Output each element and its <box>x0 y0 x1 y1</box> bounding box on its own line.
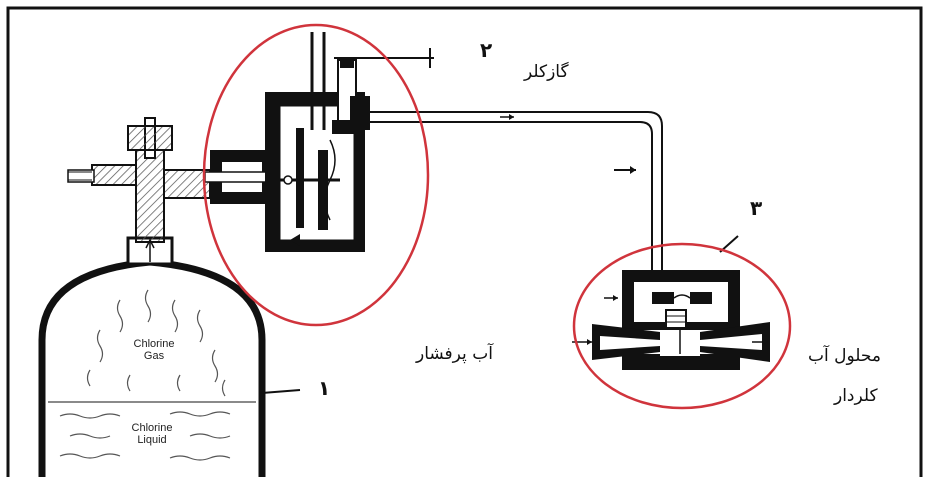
label-chlorine-gas-line2: Gas <box>143 350 165 362</box>
label-gas-chlorinator: گازکلر <box>524 62 569 82</box>
label-chlorine-liquid-line1: Chlorine <box>131 422 173 434</box>
label-chlorine-liquid-line2: Liquid <box>137 434 167 446</box>
outer-frame <box>6 6 923 477</box>
label-number-2: ۲ <box>480 38 493 62</box>
highlight-ellipse-chlorinator <box>202 23 430 327</box>
leader-line-1 <box>261 389 301 394</box>
liquid-waves <box>59 411 231 461</box>
gas-wisps <box>86 289 226 397</box>
gas-chlorinator-unit <box>204 32 434 252</box>
injector-unit <box>572 235 770 370</box>
label-chlorine-gas: Chlorine Gas <box>124 338 184 362</box>
connecting-tube <box>356 111 663 285</box>
chlorine-cylinder <box>38 117 266 477</box>
label-number-1: ۱ <box>318 376 331 400</box>
label-pressurized-water: آب پرفشار <box>416 344 493 364</box>
label-chlorinated-solution-line1: محلول آب <box>808 346 881 366</box>
label-number-3: ۳ <box>750 196 763 220</box>
label-chlorine-liquid: Chlorine Liquid <box>122 422 182 446</box>
label-chlorinated-solution-line2: کلردار <box>834 386 878 406</box>
highlight-ellipse-injector <box>572 242 792 410</box>
label-chlorine-gas-line1: Chlorine <box>133 338 175 350</box>
